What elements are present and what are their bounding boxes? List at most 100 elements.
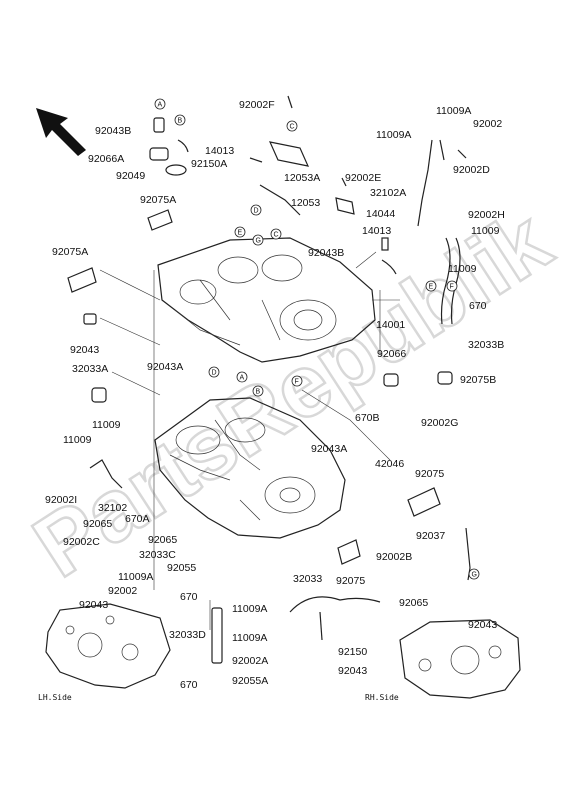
part-label: 92065 bbox=[83, 518, 112, 530]
ref-letter: D bbox=[212, 370, 217, 377]
ref-bubble: B bbox=[174, 114, 186, 126]
ref-letter: E bbox=[429, 284, 434, 291]
small-parts bbox=[67, 95, 471, 664]
part-label: 670 bbox=[469, 300, 487, 312]
part-label: 11009A bbox=[376, 129, 411, 141]
part-label: 92066 bbox=[377, 348, 406, 360]
ref-letter: E bbox=[238, 230, 243, 237]
part-label: 92065 bbox=[399, 597, 428, 609]
part-label: 670A bbox=[125, 513, 150, 525]
part-label: 32033C bbox=[139, 549, 176, 561]
part-label: 92075A bbox=[140, 194, 176, 206]
part-label: 32102 bbox=[98, 502, 127, 514]
ref-letter: F bbox=[295, 379, 299, 386]
part-label: 92002B bbox=[376, 551, 412, 563]
part-label: 14013 bbox=[205, 145, 234, 157]
ref-bubble: F bbox=[291, 375, 303, 387]
ref-letter: B bbox=[256, 389, 261, 396]
part-label: 32102A bbox=[370, 187, 406, 199]
part-label: 12053 bbox=[291, 197, 320, 209]
part-label: 11009 bbox=[63, 434, 92, 446]
part-label: 11009 bbox=[471, 225, 500, 237]
part-label: 92055A bbox=[232, 675, 268, 687]
part-label: 92002A bbox=[232, 655, 268, 667]
part-label: 92043 bbox=[79, 599, 108, 611]
part-label: 11009 bbox=[448, 263, 477, 275]
part-label: 92065 bbox=[148, 534, 177, 546]
part-label: 92066A bbox=[88, 153, 124, 165]
ref-letter: A bbox=[240, 375, 245, 382]
part-label: 92043B bbox=[308, 247, 344, 259]
part-label: 32033A bbox=[72, 363, 108, 375]
part-label: 92043B bbox=[95, 125, 131, 137]
lh-side-case bbox=[45, 603, 171, 689]
ref-bubble: A bbox=[154, 98, 166, 110]
ref-letter: F bbox=[450, 284, 454, 291]
upper-crankcase bbox=[157, 237, 376, 363]
part-label: 670 bbox=[180, 591, 198, 603]
part-label: 92055 bbox=[167, 562, 196, 574]
ref-bubble: C bbox=[270, 228, 282, 240]
part-label: 42046 bbox=[375, 458, 404, 470]
lower-crankcase bbox=[154, 397, 346, 539]
part-label: 92075 bbox=[336, 575, 365, 587]
ref-bubble: D bbox=[208, 366, 220, 378]
ref-bubble: D bbox=[250, 204, 262, 216]
ref-bubble: B bbox=[252, 385, 264, 397]
ref-letter: D bbox=[254, 208, 259, 215]
part-label: 92043 bbox=[468, 619, 497, 631]
part-label: 12053A bbox=[284, 172, 320, 184]
part-label: 92043A bbox=[311, 443, 347, 455]
part-label: 92043 bbox=[70, 344, 99, 356]
front-arrow-icon bbox=[36, 108, 86, 156]
part-label: 14001 bbox=[376, 319, 405, 331]
ref-letter: B bbox=[178, 118, 183, 125]
part-label: 92002 bbox=[108, 585, 137, 597]
ref-bubble: E bbox=[425, 280, 437, 292]
reference-bubbles: A B C D E G C D F E F A B G bbox=[154, 98, 480, 580]
ref-bubble: A bbox=[236, 371, 248, 383]
part-label: 92002C bbox=[63, 536, 100, 548]
part-label: 92002F bbox=[239, 99, 275, 111]
part-label: 92002G bbox=[421, 417, 458, 429]
part-label: 92002E bbox=[345, 172, 381, 184]
part-label: 92043A bbox=[147, 361, 183, 373]
part-label: 92002 bbox=[473, 118, 502, 130]
part-label: 92037 bbox=[416, 530, 445, 542]
part-label: 11009A bbox=[118, 571, 153, 583]
part-label: 11009A bbox=[232, 632, 267, 644]
ref-letter: G bbox=[256, 238, 261, 245]
ref-bubble: F bbox=[446, 280, 458, 292]
part-label: 670 bbox=[180, 679, 198, 691]
part-label: 32033D bbox=[169, 629, 206, 641]
part-label: 92043 bbox=[338, 665, 367, 677]
part-label: 92075 bbox=[415, 468, 444, 480]
part-label: 14044 bbox=[366, 208, 395, 220]
lh-side-label: LH.Side bbox=[38, 693, 72, 702]
ref-bubble: G bbox=[468, 568, 480, 580]
part-label: 11009A bbox=[436, 105, 471, 117]
part-label: 32033B bbox=[468, 339, 504, 351]
ref-bubble: C bbox=[286, 120, 298, 132]
ref-letter: A bbox=[158, 102, 163, 109]
part-label: 92002H bbox=[468, 209, 505, 221]
ref-bubble: E bbox=[234, 226, 246, 238]
part-label: 92150 bbox=[338, 646, 367, 658]
part-label: 92002I bbox=[45, 494, 77, 506]
part-labels: 92002F 11009A 92043B 14013 11009A 92002 … bbox=[45, 99, 505, 691]
part-label: 11009 bbox=[92, 419, 121, 431]
part-label: 92075B bbox=[460, 374, 496, 386]
part-label: 92002D bbox=[453, 164, 490, 176]
part-label: 92075A bbox=[52, 246, 88, 258]
rh-side-label: RH.Side bbox=[365, 693, 399, 702]
part-label: 670B bbox=[355, 412, 380, 424]
part-label: 92049 bbox=[116, 170, 145, 182]
leader-lines bbox=[99, 251, 400, 630]
rh-side-case bbox=[399, 619, 521, 699]
part-label: 11009A bbox=[232, 603, 267, 615]
ref-bubble: G bbox=[252, 234, 264, 246]
part-label: 92150A bbox=[191, 158, 227, 170]
ref-letter: C bbox=[274, 232, 279, 239]
ref-letter: C bbox=[290, 124, 295, 131]
